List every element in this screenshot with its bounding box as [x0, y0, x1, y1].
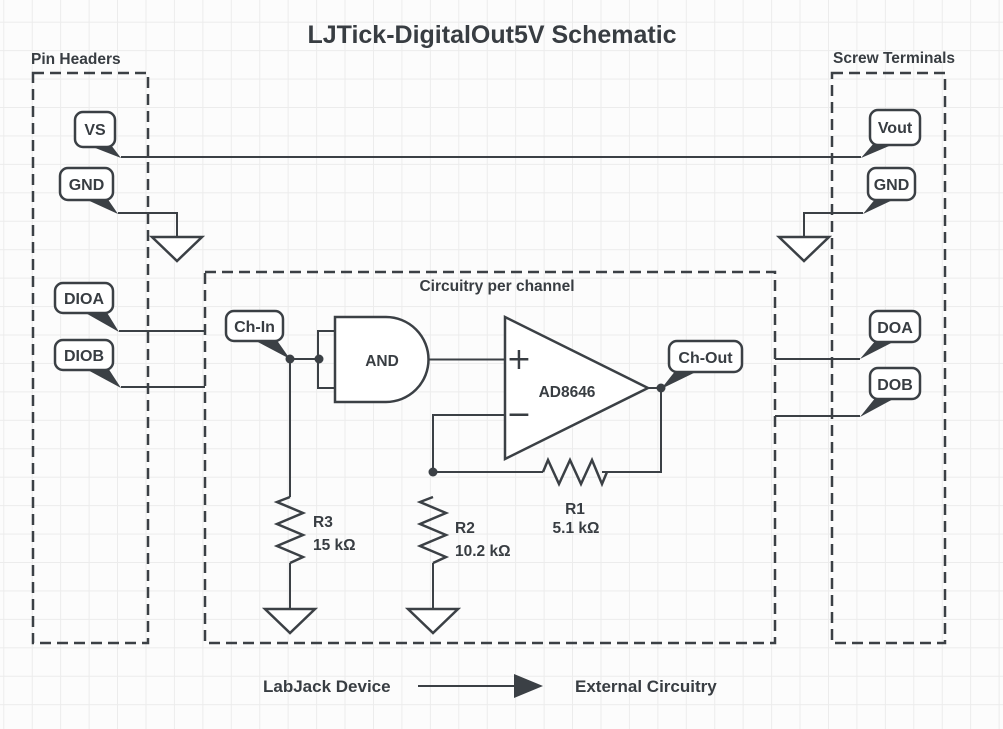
- inverting-input-wire: [432, 414, 505, 472]
- page-title: LJTick-DigitalOut5V Schematic: [307, 21, 676, 49]
- diob-callout-tail: [84, 368, 121, 388]
- r1-value: 5.1 kΩ: [553, 520, 600, 537]
- resistor-r1: [541, 456, 609, 488]
- opamp-triangle: [503, 314, 651, 462]
- doa-callout-tail: [860, 340, 897, 359]
- r3-name: R3: [313, 514, 333, 531]
- footer-left-label: LabJack Device: [263, 677, 391, 696]
- r3-value: 15 kΩ: [313, 537, 356, 554]
- dioa-callout-box: [53, 281, 115, 315]
- junction-dot-inverting: [428, 467, 438, 477]
- diob-label: DIOB: [64, 348, 104, 365]
- gnd-left-callout-box: [58, 166, 115, 202]
- vout-callout-tail: [861, 143, 896, 158]
- opamp-minus-input: −: [506, 397, 531, 432]
- chin-callout: Ch-In: [224, 309, 290, 359]
- ground-symbol-r3: [261, 607, 319, 635]
- opamp-part-number: AD8646: [539, 384, 596, 401]
- chin-callout-box: [224, 309, 285, 343]
- gnd-right-callout-box: [866, 166, 917, 202]
- dioa-callout-tail: [82, 311, 119, 332]
- doa-callout-box: [868, 309, 922, 344]
- vout-callout: Vout: [861, 108, 922, 158]
- ground-symbol-right: [775, 235, 833, 263]
- ground-symbol-left: [148, 235, 206, 263]
- pin-headers-title: Pin Headers: [31, 51, 121, 68]
- gnd-right-label: GND: [874, 177, 910, 194]
- feedback-wire-right: [602, 387, 662, 473]
- chout-label: Ch-Out: [678, 350, 733, 367]
- gnd-right-callout: GND: [863, 166, 917, 214]
- doa-callout: DOA: [860, 309, 922, 359]
- opamp-plus-input: +: [506, 342, 531, 377]
- r1-name: R1: [565, 501, 585, 518]
- doa-label: DOA: [877, 320, 913, 337]
- chout-callout-box: [667, 339, 744, 374]
- junction-dot-output: [656, 383, 666, 393]
- vs-callout: VS: [73, 110, 121, 158]
- dob-label: DOB: [877, 377, 913, 394]
- chout-callout: Ch-Out: [661, 339, 744, 389]
- diob-callout: DIOB: [53, 338, 121, 388]
- circuitry-box: [203, 270, 777, 645]
- diob-callout-box: [53, 338, 115, 372]
- r2-value: 10.2 kΩ: [455, 543, 511, 560]
- footer-right-label: External Circuitry: [575, 677, 717, 696]
- resistor-r3: [273, 495, 307, 565]
- gnd-right-callout-tail: [863, 198, 897, 214]
- dioa-label: DIOA: [64, 291, 104, 308]
- gnd-left-wire: [118, 212, 178, 237]
- screw-terminals-title: Screw Terminals: [833, 50, 955, 67]
- dob-callout-box: [868, 366, 922, 401]
- chin-label: Ch-In: [234, 319, 275, 336]
- dob-callout-tail: [860, 397, 897, 417]
- junction-dot-and-input: [314, 354, 324, 364]
- chout-callout-tail: [661, 370, 700, 389]
- resistor-r2: [416, 495, 450, 565]
- vout-label: Vout: [878, 120, 913, 137]
- chin-callout-tail: [252, 339, 290, 359]
- gnd-left-label: GND: [69, 177, 105, 194]
- r2-name: R2: [455, 520, 475, 537]
- and-gate: [333, 315, 430, 404]
- gnd-left-callout: GND: [58, 166, 118, 214]
- gnd-right-wire: [803, 212, 863, 237]
- vs-label: VS: [84, 122, 106, 139]
- pin-headers-box: [31, 71, 150, 645]
- dioa-callout: DIOA: [53, 281, 119, 332]
- dob-callout: DOB: [860, 366, 922, 417]
- vout-callout-box: [868, 108, 922, 147]
- vs-callout-box: [73, 110, 117, 149]
- footer-arrow-head: [514, 674, 543, 698]
- gnd-left-callout-tail: [83, 198, 118, 214]
- circuitry-title: Circuitry per channel: [419, 278, 574, 295]
- and-gate-label: AND: [365, 353, 399, 370]
- ground-symbol-r2: [404, 607, 462, 635]
